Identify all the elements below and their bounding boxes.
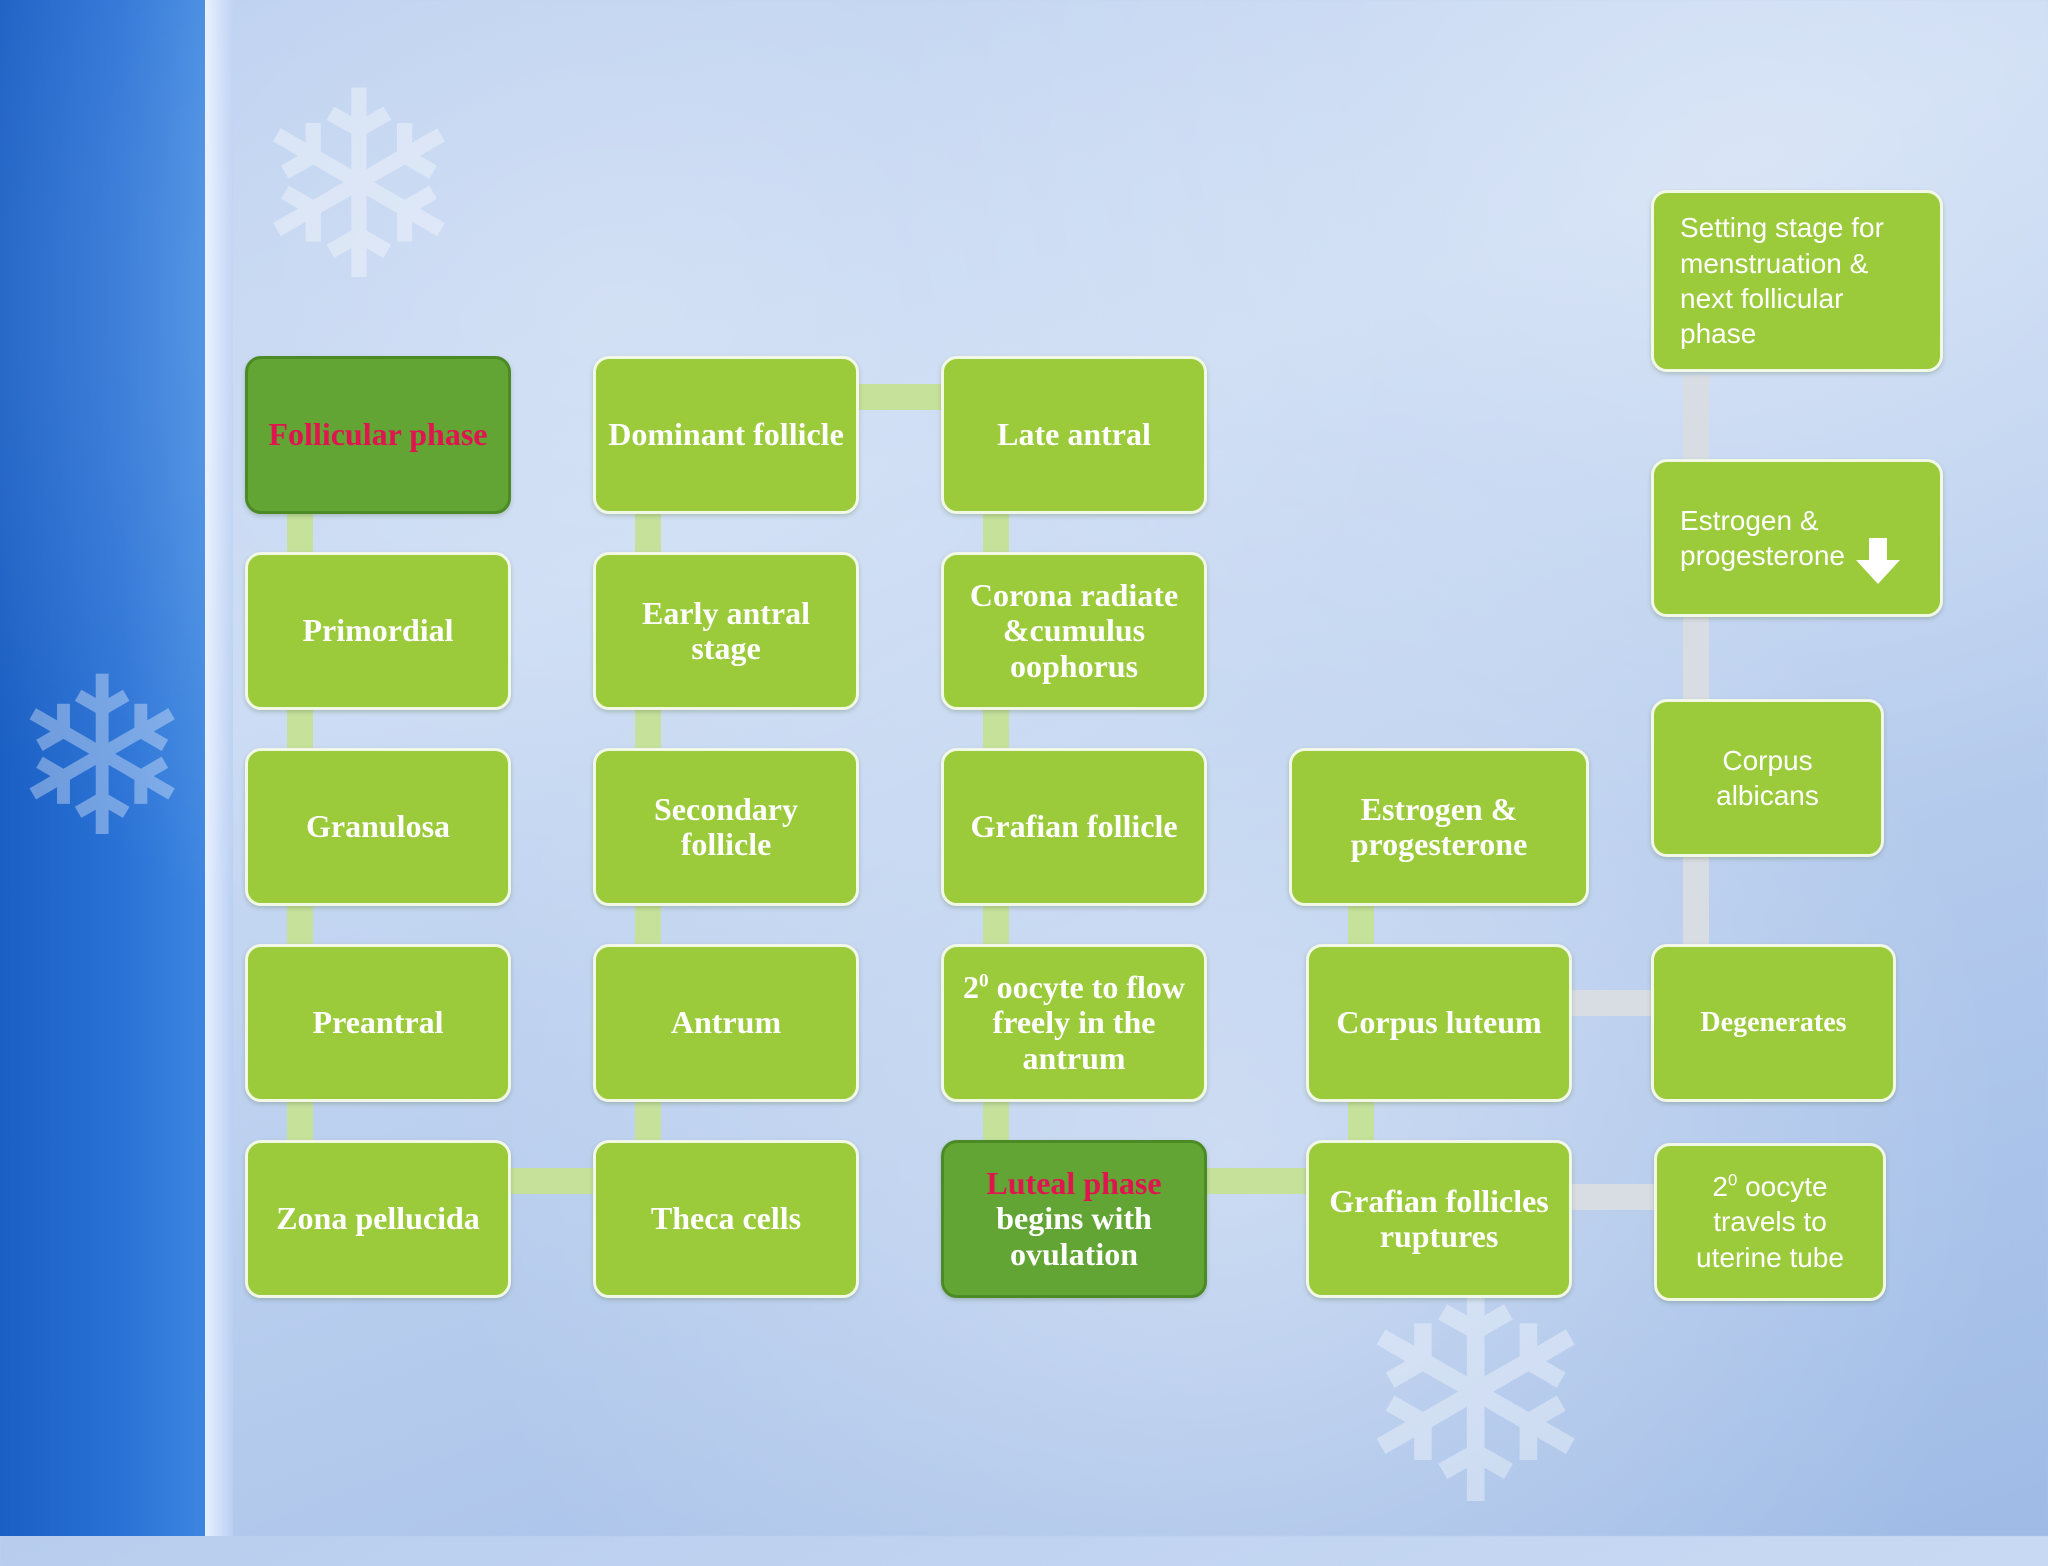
secondary-follicle-label: Secondary follicle [654, 790, 798, 862]
grafian-follicle-label: Grafian follicle [970, 808, 1178, 845]
corpus-albicans-label: Corpus albicans [1716, 744, 1819, 811]
early-antral-label: Early antral stage [642, 594, 810, 666]
box-setting-stage: Setting stage for menstruation & next fo… [1651, 190, 1943, 372]
connector [635, 708, 661, 752]
connector [1568, 990, 1656, 1016]
box-oocyte-travels: 20 oocyte travels to uterine tube [1654, 1143, 1886, 1301]
connector [1683, 375, 1709, 465]
box-oocyte-flow: 20 oocyte to flow freely in the antrum [941, 944, 1207, 1102]
connector [983, 512, 1009, 556]
box-theca-cells: Theca cells [593, 1140, 859, 1298]
box-zona-pellucida: Zona pellucida [245, 1140, 511, 1298]
connector [983, 1100, 1009, 1144]
estrogen-progesterone-label: Estrogen & progesterone [1350, 790, 1528, 862]
connector [635, 512, 661, 556]
box-secondary-follicle: Secondary follicle [593, 748, 859, 906]
box-dominant-follicle: Dominant follicle [593, 356, 859, 514]
snowflake-decoration-icon: ❄ [250, 46, 468, 334]
box-follicular-phase: Follicular phase [245, 356, 511, 514]
box-early-antral: Early antral stage [593, 552, 859, 710]
luteal-phase-label: Luteal phase [986, 1165, 1162, 1202]
oocyte-flow-prefix: 2 [963, 969, 980, 1006]
box-grafian-follicle: Grafian follicle [941, 748, 1207, 906]
granulosa-label: Granulosa [305, 808, 451, 845]
connector [287, 708, 313, 752]
box-estrogen-progesterone: Estrogen & progesterone [1289, 748, 1589, 906]
degenerates-label: Degenerates [1700, 1006, 1847, 1038]
connector [508, 1168, 598, 1194]
box-estrogen-decrease: Estrogen & progesterone [1651, 459, 1943, 617]
follicles-rupture-label: Grafian follicles ruptures [1329, 1182, 1549, 1254]
estrogen-decrease-label: Estrogen & progesterone [1680, 504, 1846, 571]
oocyte-travels-prefix: 2 [1712, 1171, 1728, 1203]
box-corpus-albicans: Corpus albicans [1651, 699, 1884, 857]
connector [1683, 855, 1709, 947]
connector [287, 1100, 313, 1144]
oocyte-flow-superscript: 0 [979, 970, 989, 992]
connector [1348, 1100, 1374, 1144]
box-granulosa: Granulosa [245, 748, 511, 906]
corona-radiate-label: Corona radiate &cumulus oophorus [969, 577, 1179, 684]
connector [1204, 1168, 1310, 1194]
setting-stage-label: Setting stage for menstruation & next fo… [1680, 212, 1884, 350]
oocyte-flow-label: 20 oocyte to flow freely in the antrum [954, 970, 1194, 1076]
connector [635, 1100, 661, 1144]
late-antral-label: Late antral [997, 416, 1151, 453]
primordial-label: Primordial [302, 612, 454, 649]
box-luteal-phase: Luteal phase begins with ovulation [941, 1140, 1207, 1298]
corpus-luteum-label: Corpus luteum [1336, 1004, 1542, 1041]
oocyte-travels-superscript: 0 [1727, 1170, 1738, 1190]
box-primordial: Primordial [245, 552, 511, 710]
box-antrum: Antrum [593, 944, 859, 1102]
connector [1683, 613, 1709, 703]
oocyte-travels-label: 20 oocyte travels to uterine tube [1683, 1169, 1857, 1275]
connector [1568, 1184, 1656, 1210]
left-light-stripe [205, 0, 233, 1536]
oocyte-flow-text: oocyte to flow freely in the antrum [988, 969, 1185, 1076]
connector [1348, 904, 1374, 948]
connector [287, 512, 313, 556]
box-late-antral: Late antral [941, 356, 1207, 514]
connector [983, 904, 1009, 948]
follicular-phase-label: Follicular phase [268, 416, 488, 453]
box-corona-radiate: Corona radiate &cumulus oophorus [941, 552, 1207, 710]
theca-cells-label: Theca cells [650, 1200, 802, 1237]
antrum-label: Antrum [670, 1004, 782, 1041]
down-arrow-icon [1856, 538, 1900, 584]
connector [856, 384, 946, 410]
connector [287, 904, 313, 948]
box-corpus-luteum: Corpus luteum [1306, 944, 1572, 1102]
box-degenerates: Degenerates [1651, 944, 1896, 1102]
preantral-label: Preantral [312, 1004, 444, 1041]
connector [635, 904, 661, 948]
connector [983, 708, 1009, 752]
box-follicles-rupture: Grafian follicles ruptures [1306, 1140, 1572, 1298]
luteal-phase-text: begins with ovulation [996, 1200, 1152, 1272]
dominant-follicle-label: Dominant follicle [608, 416, 844, 453]
zona-pellucida-label: Zona pellucida [276, 1200, 480, 1237]
box-preantral: Preantral [245, 944, 511, 1102]
left-blue-panel [0, 0, 205, 1536]
oocyte-travels-text: oocyte travels to uterine tube [1696, 1171, 1844, 1273]
